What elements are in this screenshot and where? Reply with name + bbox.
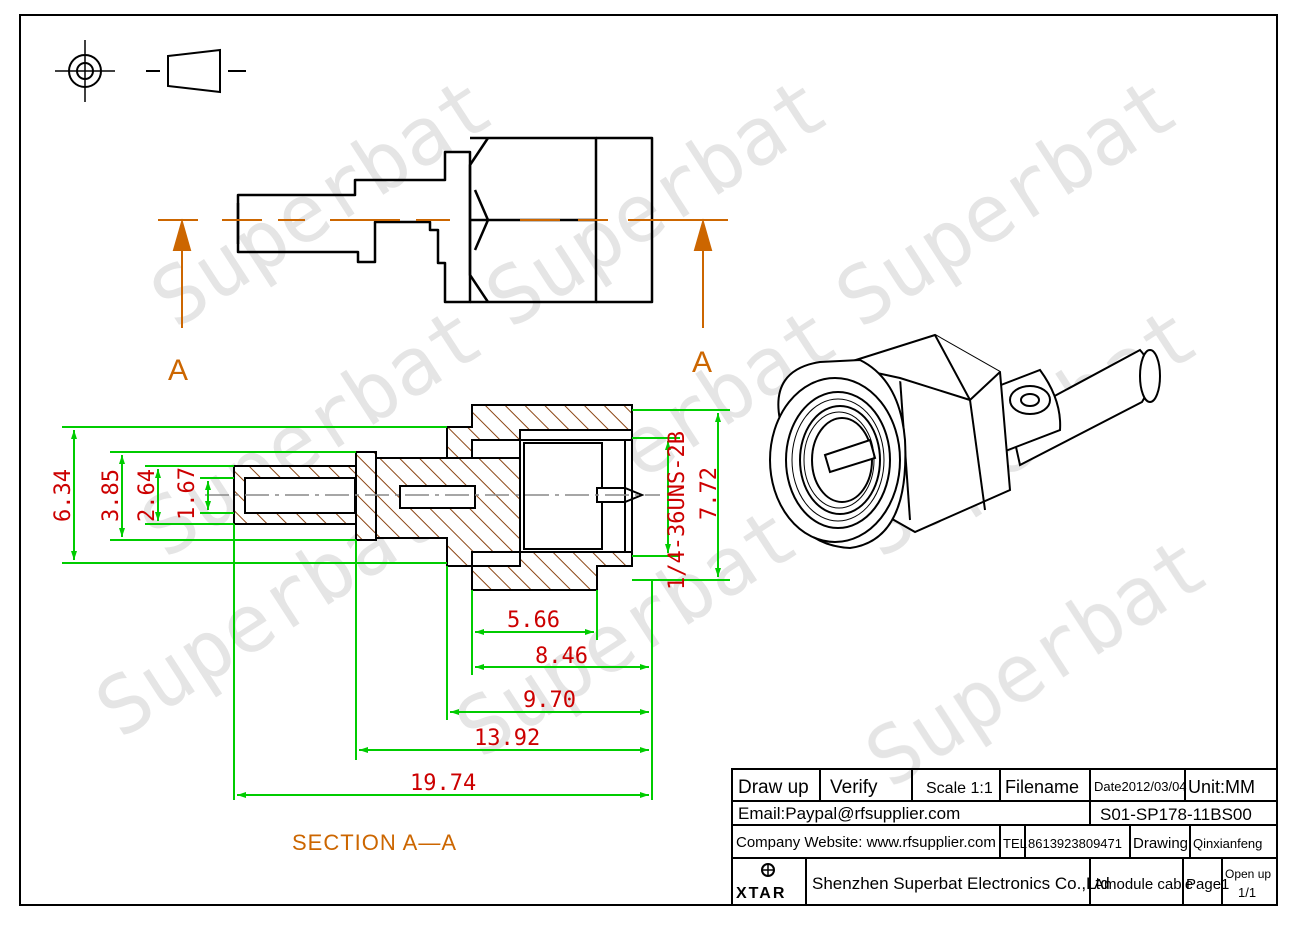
tb-unit: Unit:MM bbox=[1188, 777, 1255, 797]
cut-label-left: A bbox=[168, 354, 188, 387]
tb-part-no: S01-SP178-11BS00 bbox=[1100, 805, 1252, 824]
isometric-thread-lines bbox=[791, 398, 885, 522]
section-cut-arrows bbox=[172, 218, 713, 328]
tb-filename: Filename bbox=[1005, 777, 1079, 797]
tb-drawer: Qinxianfeng bbox=[1193, 836, 1262, 851]
tb-open-up-value: 1/1 bbox=[1238, 885, 1256, 900]
dim-8-46: 8.46 bbox=[535, 644, 588, 669]
dim-6-34: 6.34 bbox=[51, 469, 76, 522]
tb-company: Shenzhen Superbat Electronics Co.,Ltd bbox=[812, 874, 1110, 893]
tb-email: Email:Paypal@rfsupplier.com bbox=[738, 804, 960, 823]
tb-tel: 8613923809471 bbox=[1028, 836, 1122, 851]
tb-draw-up: Draw up bbox=[738, 777, 809, 798]
dim-9-70: 9.70 bbox=[523, 688, 576, 713]
dim-3-85: 3.85 bbox=[99, 469, 124, 522]
tb-drawing-label: Drawing bbox=[1133, 835, 1188, 852]
cut-label-right: A bbox=[692, 346, 712, 379]
tb-open-up: Open up bbox=[1225, 867, 1271, 881]
dim-2-64: 2.64 bbox=[135, 469, 160, 522]
dimension-lines bbox=[62, 409, 730, 800]
tb-date: Date2012/03/04 bbox=[1094, 779, 1187, 794]
tb-website: Company Website: www.rfsupplier.com bbox=[736, 834, 996, 851]
tb-verify: Verify bbox=[830, 777, 878, 798]
tb-tel-label: TEL bbox=[1003, 836, 1027, 851]
dim-5-66: 5.66 bbox=[507, 608, 560, 633]
title-block-grid bbox=[731, 768, 1278, 906]
section-title: SECTION A—A bbox=[292, 830, 457, 855]
section-view bbox=[233, 404, 645, 591]
tb-page: Page1 bbox=[1186, 876, 1229, 893]
watermark-text: Superbat bbox=[820, 58, 1194, 346]
tb-scale: Scale 1:1 bbox=[926, 780, 993, 797]
dim-13-92: 13.92 bbox=[474, 726, 540, 751]
isometric-view bbox=[769, 333, 1161, 550]
tb-logo: XTAR bbox=[736, 885, 786, 902]
dim-7-72: 7.72 bbox=[697, 467, 722, 520]
sheet-border bbox=[19, 14, 1278, 906]
tb-description: Amodule cable bbox=[1094, 876, 1193, 893]
dim-1-67: 1.67 bbox=[175, 467, 200, 520]
xtar-logo-icon bbox=[761, 863, 775, 877]
dim-thread: 1/4-36UNS-2B bbox=[665, 431, 690, 590]
projection-symbol bbox=[55, 40, 246, 102]
dim-19-74: 19.74 bbox=[410, 771, 476, 796]
